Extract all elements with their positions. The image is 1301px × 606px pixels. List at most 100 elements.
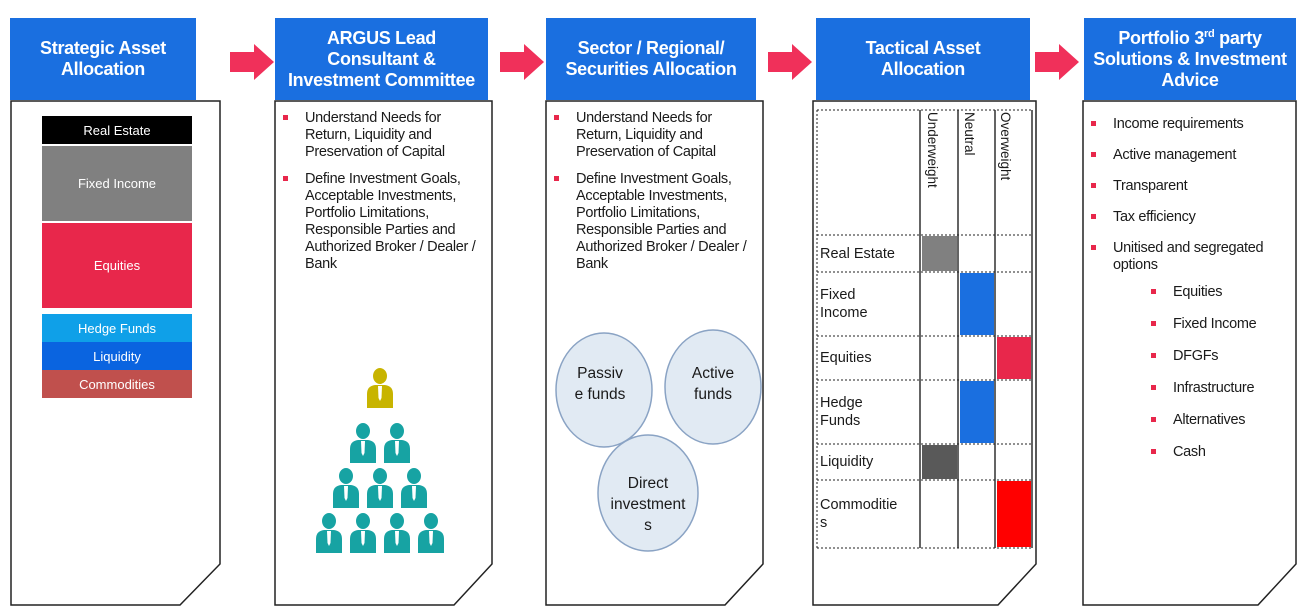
venn-label-line: s	[644, 517, 652, 534]
person-icon	[367, 468, 393, 508]
column-header-neutral: Neutral	[962, 112, 982, 232]
header-text: party	[1214, 27, 1262, 48]
list-item: Define Investment Goals, Acceptable Inve…	[548, 171, 760, 273]
allocation-cell	[997, 337, 1031, 379]
committee-bullets: Understand Needs for Return, Liquidity a…	[277, 110, 487, 273]
panel-outline	[812, 100, 1037, 606]
row-label-line: Commoditie	[820, 497, 898, 513]
allocation-fixed-income: Fixed Income	[42, 146, 192, 221]
allocation-commodities: Commodities	[42, 370, 192, 398]
allocation-label: Hedge Funds	[77, 320, 157, 336]
header-line: Portfolio 3rd party	[1093, 28, 1286, 49]
venn-label-active: Active funds	[678, 363, 748, 405]
column-header-text: Neutral	[962, 112, 977, 156]
allocation-liquidity: Liquidity	[42, 342, 192, 370]
person-icon	[384, 513, 410, 553]
column-header-underweight: Underweight	[925, 112, 945, 232]
person-icon	[350, 513, 376, 553]
list-item: Unitised and segregated options	[1085, 240, 1295, 274]
person-icon	[384, 423, 410, 463]
person-icon	[418, 513, 444, 553]
venn-label-line: Active	[691, 365, 735, 382]
sub-list-item: Cash	[1145, 444, 1295, 461]
allocation-real-estate: Real Estate	[42, 116, 192, 144]
row-label: Commoditie s	[820, 496, 916, 532]
row-label-line: Real Estate	[820, 246, 895, 262]
person-icon	[316, 513, 342, 553]
sub-list-item: Equities	[1145, 284, 1295, 301]
venn-label-line: funds	[694, 386, 732, 403]
allocation-label: Liquidity	[93, 348, 141, 364]
venn-circle-passive	[555, 332, 653, 448]
people-pyramid-icon	[316, 368, 444, 553]
venn-label-line: Direct	[627, 475, 669, 492]
row-label: Equities	[820, 349, 916, 367]
row-label-line: Equities	[820, 350, 872, 366]
allocation-cell	[922, 445, 957, 479]
header-line: ARGUS Lead	[326, 27, 436, 48]
row-label-line: Income	[820, 305, 868, 321]
flow-arrow-icon	[230, 44, 274, 80]
row-label: Liquidity	[820, 453, 916, 471]
list-item: Transparent	[1085, 178, 1295, 195]
header-line: Tactical Asset	[865, 38, 981, 58]
header-line: Sector / Regional/	[577, 38, 725, 58]
header-line: Allocation	[60, 59, 145, 79]
column-header-text: Overweight	[998, 112, 1013, 181]
venn-label-line: Passiv	[577, 365, 623, 382]
row-label-line: s	[820, 515, 828, 531]
person-icon	[401, 468, 427, 508]
allocation-cell	[960, 381, 994, 443]
header-line: Consultant &	[327, 48, 436, 69]
venn-diagram	[555, 329, 762, 552]
panel-outline	[274, 100, 493, 606]
flow-arrow-icon	[500, 44, 544, 80]
flow-arrow-icon	[1035, 44, 1079, 80]
person-icon	[367, 368, 393, 408]
header-line: Advice	[1161, 69, 1219, 90]
allocation-cell	[997, 481, 1031, 547]
header-line: Investment Committee	[287, 69, 476, 90]
header-line: Solutions & Investment	[1093, 48, 1287, 69]
header-line: Allocation	[880, 59, 965, 79]
list-item: Income requirements	[1085, 116, 1295, 133]
allocation-equities: Equities	[42, 223, 192, 308]
header-sector-regional-securities: Sector / Regional/Securities Allocation	[546, 18, 756, 100]
header-superscript: rd	[1204, 27, 1215, 40]
header-line: Securities Allocation	[565, 59, 737, 79]
venn-label-passive: Passiv e funds	[565, 363, 635, 405]
allocation-label: Commodities	[79, 376, 155, 392]
tactical-grid	[816, 109, 1033, 549]
person-icon	[333, 468, 359, 508]
sector-bullets: Understand Needs for Return, Liquidity a…	[548, 110, 760, 273]
allocation-label: Equities	[93, 258, 141, 273]
list-item: Understand Needs for Return, Liquidity a…	[277, 110, 487, 161]
allocation-cell	[960, 273, 994, 335]
venn-circle-direct	[597, 434, 699, 552]
sub-list-item: Fixed Income	[1145, 316, 1295, 333]
header-portfolio-solutions: Portfolio 3rd party Solutions & Investme…	[1084, 18, 1296, 100]
row-label-line: Fixed	[820, 287, 856, 303]
venn-circle-active	[664, 329, 762, 445]
row-label-line: Liquidity	[820, 454, 874, 470]
column-header-overweight: Overweight	[998, 112, 1018, 232]
header-line: Strategic Asset	[40, 38, 166, 58]
allocation-label: Real Estate	[83, 122, 151, 138]
sub-list-item: DFGFs	[1145, 348, 1295, 365]
allocation-hedge-funds: Hedge Funds	[42, 314, 192, 342]
row-label: Real Estate	[820, 245, 916, 263]
venn-label-line: e funds	[574, 386, 626, 403]
panel-outline	[1082, 100, 1297, 606]
sub-list-item: Alternatives	[1145, 412, 1295, 429]
allocation-label: Fixed Income	[77, 176, 157, 191]
list-item: Tax efficiency	[1085, 209, 1295, 226]
header-text: Portfolio 3	[1118, 27, 1205, 48]
person-icon	[350, 423, 376, 463]
